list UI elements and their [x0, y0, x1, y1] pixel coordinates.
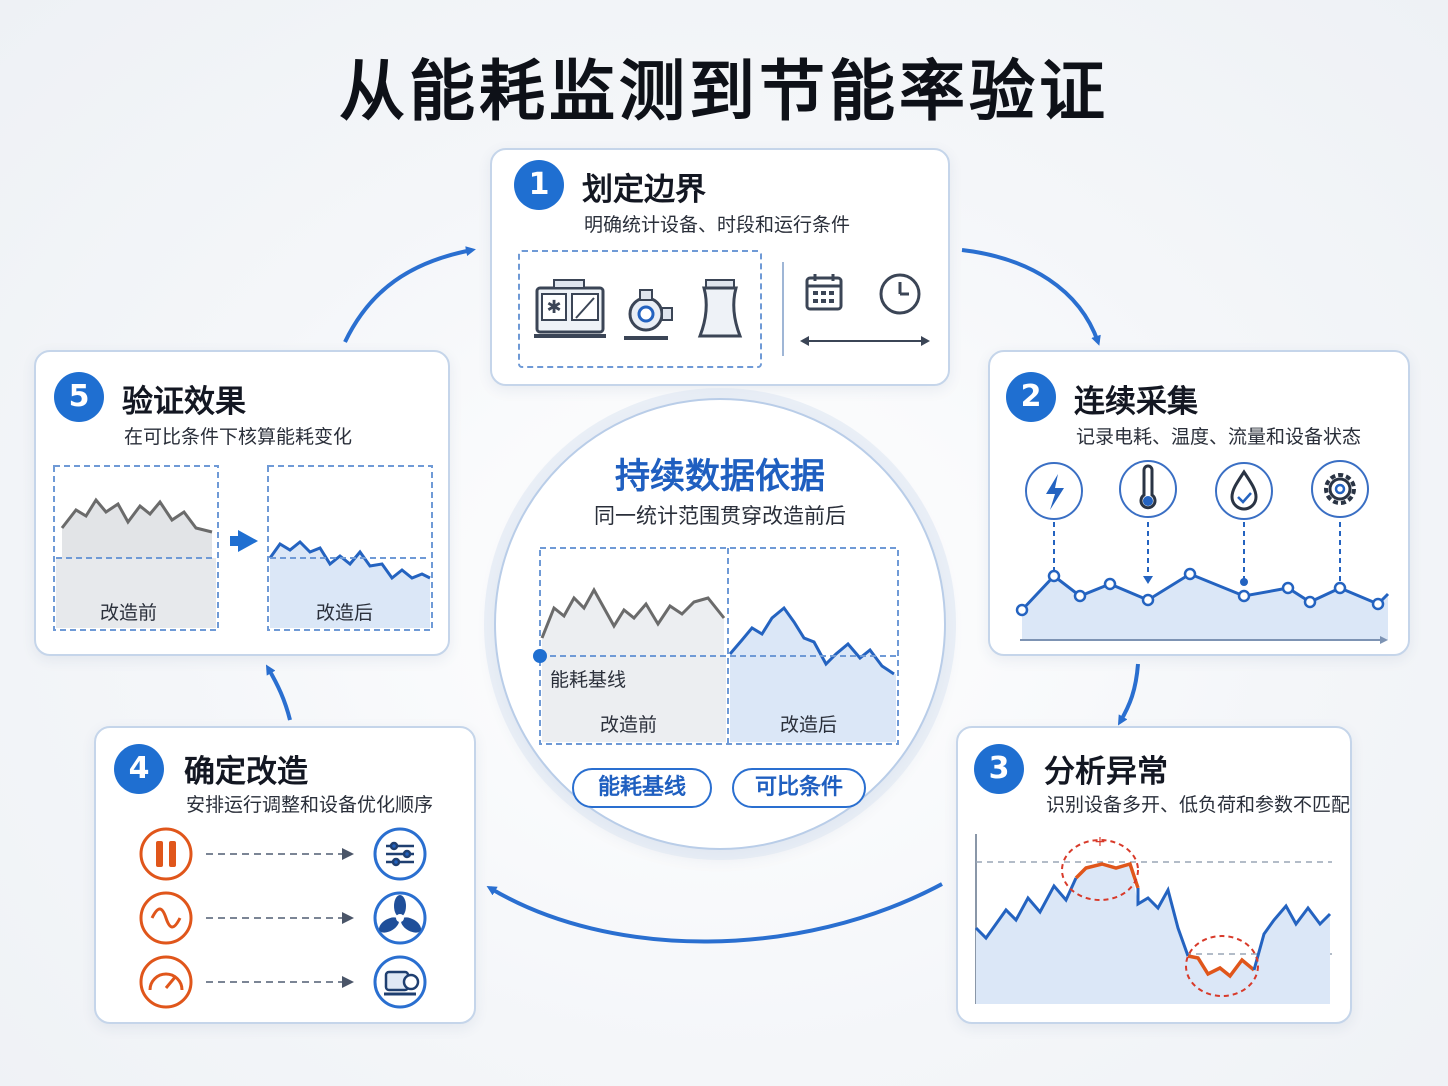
time-range-arrow — [800, 336, 930, 346]
step-5-card: 5 验证效果 在可比条件下核算能耗变化 改造前 改造后 — [34, 350, 450, 656]
arrow-5-to-1 — [343, 246, 476, 343]
step-subtitle: 安排运行调整和设备优化顺序 — [186, 794, 434, 816]
step-title: 分析异常 — [1044, 754, 1168, 790]
lightning-icon — [1046, 474, 1064, 510]
verify-charts — [53, 465, 433, 631]
thermometer-icon — [1139, 464, 1157, 510]
arrow-1-to-2 — [961, 248, 1101, 346]
fan-icon — [379, 895, 421, 933]
clock-icon — [879, 273, 921, 315]
step-3-card: 3 分析异常 识别设备多开、低负荷和参数不匹配 + — [956, 726, 1352, 1024]
after-label: 改造后 — [316, 602, 374, 624]
step-title: 验证效果 — [122, 384, 246, 420]
step-subtitle: 在可比条件下核算能耗变化 — [124, 426, 353, 448]
anomaly-chart: + — [974, 834, 1332, 1004]
step-number-badge: 3 — [974, 744, 1024, 794]
arrow-2-to-3 — [1117, 663, 1140, 726]
baseline-label: 能耗基线 — [550, 669, 627, 691]
page-title: 从能耗监测到节能率验证 — [339, 53, 1109, 130]
step-title: 划定边界 — [582, 172, 706, 208]
step-2-card: 2 连续采集 记录电耗、温度、流量和设备状态 — [988, 350, 1410, 656]
sliders-icon — [386, 841, 414, 867]
cooling-tower-icon — [697, 279, 743, 338]
arrow-4-to-5 — [265, 664, 292, 721]
step-number-badge: 4 — [114, 744, 164, 794]
wave-icon — [150, 907, 182, 929]
step-number-badge: 2 — [1006, 372, 1056, 422]
collection-chart — [1015, 460, 1390, 644]
equipment-box — [518, 250, 762, 368]
pause-icon — [156, 841, 176, 867]
step-subtitle: 记录电耗、温度、流量和设备状态 — [1076, 426, 1362, 448]
pump-icon — [624, 289, 673, 340]
water-drop-icon — [1230, 469, 1258, 511]
calendar-icon — [805, 274, 843, 311]
comparable-conditions-pill: 可比条件 — [732, 768, 866, 808]
step-1-card: 1 划定边界 明确统计设备、时段和运行条件 ✱ — [490, 148, 950, 386]
step-number-badge: 1 — [514, 160, 564, 210]
center-after-label: 改造后 — [780, 714, 838, 736]
center-chart — [533, 547, 899, 745]
step-4-card: 4 确定改造 安排运行调整和设备优化顺序 — [94, 726, 476, 1024]
svg-text:+: + — [1094, 834, 1106, 850]
gauge-icon — [148, 972, 184, 991]
before-label: 改造前 — [100, 602, 158, 624]
chiller-icon: ✱ — [534, 279, 606, 338]
baseline-pill: 能耗基线 — [572, 768, 712, 808]
center-title: 持续数据依据 — [614, 457, 825, 497]
step-title: 确定改造 — [184, 754, 308, 790]
center-before-label: 改造前 — [600, 714, 658, 736]
center-subtitle: 同一统计范围贯穿改造前后 — [594, 504, 846, 528]
step-subtitle: 明确统计设备、时段和运行条件 — [584, 214, 851, 236]
motor-pump-icon — [384, 970, 420, 996]
arrow-3-to-4 — [486, 882, 943, 944]
retrofit-actions — [139, 827, 427, 1009]
svg-text:✱: ✱ — [546, 297, 561, 318]
gear-icon — [1324, 473, 1356, 505]
divider — [782, 262, 784, 356]
step-subtitle: 识别设备多开、低负荷和参数不匹配 — [1046, 794, 1351, 816]
step-number-badge: 5 — [54, 372, 104, 422]
step-title: 连续采集 — [1074, 384, 1198, 420]
